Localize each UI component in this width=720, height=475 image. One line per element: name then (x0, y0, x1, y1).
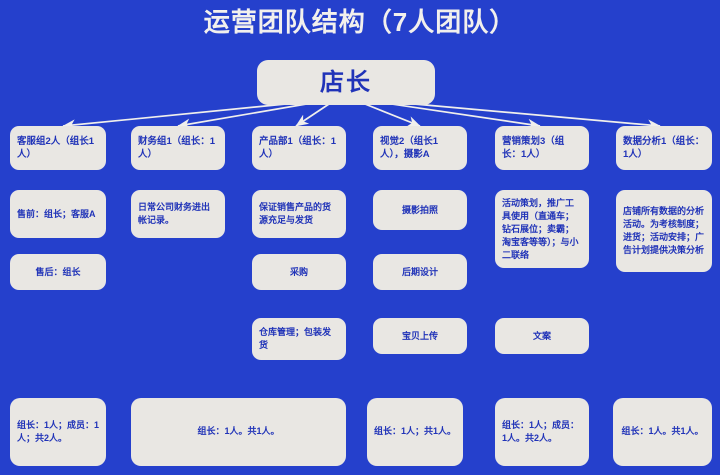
node-summary-visual[interactable]: 组长：1人；共1人。 (367, 398, 463, 466)
node-detail-product-warehouse[interactable]: 仓库管理；包装发货 (252, 318, 346, 360)
node-dept-data-analysis[interactable]: 数据分析1（组长：1人） (616, 126, 712, 170)
node-detail-data-analysis-scope[interactable]: 店铺所有数据的分析活动。为考核制度；进货；活动安排；广告计划提供决策分析 (616, 190, 712, 272)
node-detail-visual-product-upload[interactable]: 宝贝上传 (373, 318, 467, 354)
node-summary-customer-service[interactable]: 组长：1人；成员：1人；共2人。 (10, 398, 106, 466)
node-detail-cs-presale[interactable]: 售前：组长；客服A (10, 190, 106, 238)
connector-to-dept-3 (295, 101, 333, 127)
connector-to-dept-2 (177, 101, 319, 130)
node-detail-marketing-campaigns[interactable]: 活动策划，推广工具使用（直通车；钻石展位；卖霸；淘宝客等等）；与小二联络 (495, 190, 589, 268)
node-detail-product-purchasing[interactable]: 采购 (252, 254, 346, 290)
connector-to-dept-1 (62, 101, 307, 131)
node-dept-product[interactable]: 产品部1（组长：1人） (252, 126, 346, 170)
node-summary-data-analysis[interactable]: 组长：1人。共1人。 (613, 398, 712, 466)
node-detail-marketing-copywriting[interactable]: 文案 (495, 318, 589, 354)
connector-to-dept-6 (391, 101, 661, 131)
node-dept-marketing[interactable]: 营销策划3（组长：1人） (495, 126, 589, 170)
node-detail-finance-records[interactable]: 日常公司财务进出帐记录。 (131, 190, 225, 238)
node-detail-cs-aftersale[interactable]: 售后：组长 (10, 254, 106, 290)
node-detail-visual-post-design[interactable]: 后期设计 (373, 254, 467, 290)
node-detail-product-supply[interactable]: 保证销售产品的货源充足与发货 (252, 190, 346, 238)
node-dept-finance[interactable]: 财务组1（组长：1人） (131, 126, 225, 170)
connector-to-dept-4 (359, 101, 421, 127)
node-root-store-manager[interactable]: 店长 (257, 60, 435, 105)
node-summary-finance[interactable]: 组长：1人。共1人。 (131, 398, 346, 466)
node-dept-customer-service[interactable]: 客服组2人（组长1人） (10, 126, 106, 170)
node-detail-visual-photography[interactable]: 摄影拍照 (373, 190, 467, 230)
connector-to-dept-5 (377, 101, 541, 130)
node-summary-marketing[interactable]: 组长：1人；成员：1人。共2人。 (495, 398, 589, 466)
node-dept-visual[interactable]: 视觉2（组长1人），摄影A (373, 126, 467, 170)
page-title: 运营团队结构（7人团队） (203, 7, 517, 37)
